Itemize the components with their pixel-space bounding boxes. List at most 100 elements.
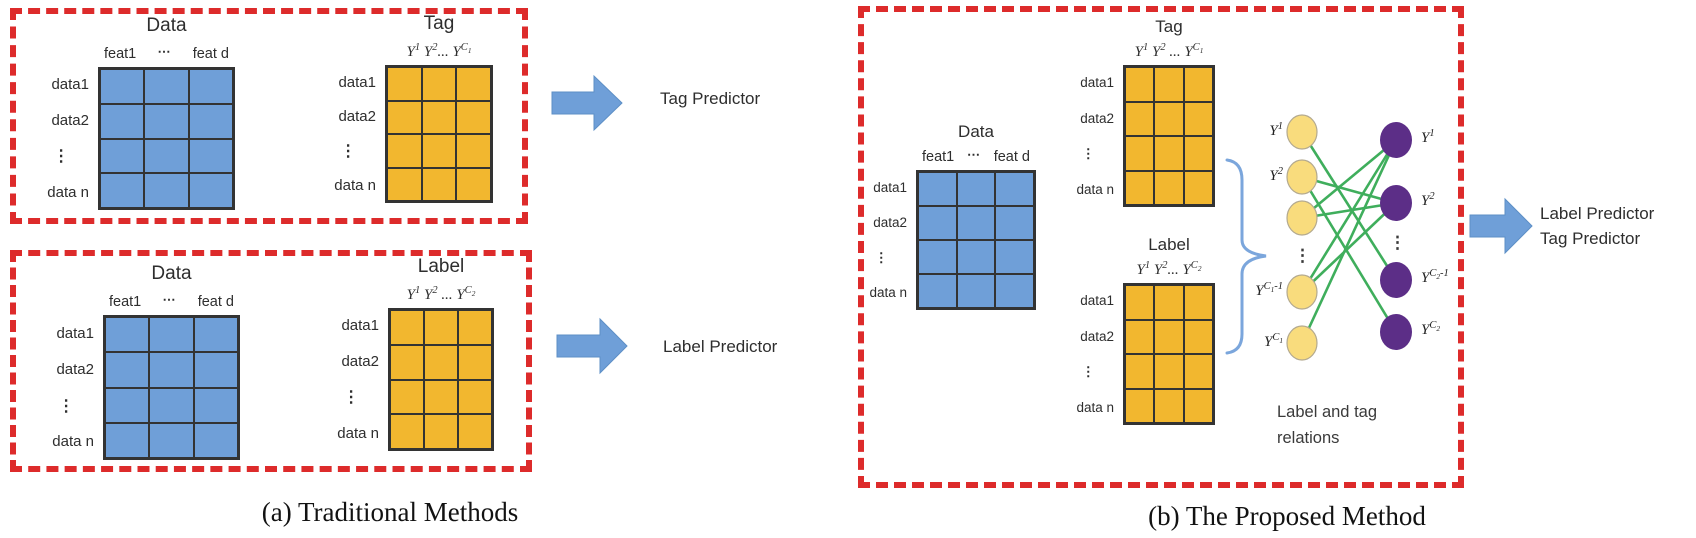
matrix-cell — [1125, 67, 1155, 102]
matrix-cell — [390, 310, 424, 345]
matrix-column-header: feat d — [197, 294, 234, 310]
matrix-grid — [98, 67, 235, 210]
matrix-row-label: data n — [1076, 399, 1114, 415]
matrix-cell — [387, 167, 422, 201]
matrix-row-label: ⋮ — [343, 389, 360, 407]
label-node-label: YC2 — [1421, 320, 1441, 338]
matrix-cell — [424, 379, 458, 415]
proposed-output-arrow-icon — [1469, 197, 1533, 255]
matrix-cell — [100, 69, 145, 104]
matrix-column-header: feat1 — [109, 294, 142, 310]
matrix-row-label: data1 — [338, 73, 376, 91]
matrix-title: Data — [151, 263, 192, 284]
matrix-cell — [421, 100, 457, 134]
matrix-cell — [421, 134, 457, 168]
matrix-cell — [149, 387, 194, 423]
matrix-cell — [193, 387, 238, 423]
matrix-cell — [458, 310, 492, 345]
matrix-cell — [995, 274, 1034, 308]
matrix-cell — [956, 206, 996, 240]
tag-node-label: Y2 — [1269, 166, 1283, 184]
matrix-grid — [388, 308, 494, 451]
matrix-grid — [385, 65, 493, 203]
matrix-cell — [956, 274, 996, 308]
matrix-row-label: ⋮ — [874, 249, 888, 265]
matrix-row-label: data1 — [1080, 75, 1114, 91]
matrix-cell — [1125, 136, 1155, 171]
matrix-title: Label — [1148, 235, 1190, 254]
matrix-column-headers: Y1 Y2 ... YC1 — [1134, 42, 1204, 60]
matrix-column-headers: feat1⋯feat d — [98, 42, 235, 62]
matrix-row-label: data2 — [873, 215, 907, 230]
matrix-column-header: feat d — [993, 149, 1030, 165]
panel-b-box — [858, 6, 1464, 488]
matrix-grid — [1123, 65, 1215, 207]
matrix-cell — [149, 352, 194, 388]
matrix-column-headers: feat1 ⋯ feat d — [103, 290, 240, 310]
matrix-title: Tag — [423, 13, 455, 34]
matrix-cell — [458, 344, 492, 380]
matrix-cell — [144, 69, 189, 104]
matrix-row-label: data2 — [1080, 328, 1114, 344]
matrix-cell — [149, 422, 194, 458]
panel-a-bottom-box — [10, 250, 532, 472]
matrix-cell — [456, 67, 491, 101]
matrix-cell — [918, 206, 957, 240]
matrix-cell — [1154, 388, 1184, 423]
matrix-row-label: data2 — [56, 360, 94, 378]
matrix-cell — [188, 138, 233, 174]
matrix-grid — [1123, 283, 1215, 425]
matrix-row-label: data1 — [873, 180, 907, 195]
caption-b: (b) The Proposed Method — [1148, 501, 1426, 531]
tag-node-label: Y1 — [1269, 121, 1283, 139]
matrix-row-label: data1 — [51, 76, 89, 94]
matrix-row-label: data n — [52, 433, 94, 451]
matrix-title: Data — [958, 122, 994, 141]
matrix-cell — [1154, 285, 1184, 320]
matrix-row-label: ⋮ — [1081, 145, 1095, 161]
matrix-cell — [1183, 354, 1213, 389]
matrix-cell — [149, 317, 194, 353]
matrix-cell — [1183, 170, 1213, 205]
matrix-cell — [1154, 67, 1184, 102]
matrix-cell — [193, 317, 238, 353]
matrix-cell — [193, 352, 238, 388]
matrix-cell — [1183, 285, 1213, 320]
matrix-cell — [1125, 388, 1155, 423]
label-predictor-label: Label Predictor — [663, 337, 778, 356]
proposed-tag-predictor-label: Tag Predictor — [1540, 229, 1641, 248]
matrix-cell — [1183, 101, 1213, 136]
matrix-cell — [421, 167, 457, 201]
matrix-cell — [456, 100, 491, 134]
matrix-column-header: feat d — [192, 46, 229, 62]
matrix-column-headers: Y1 Y2 ... YC2 — [406, 285, 476, 303]
matrix-title: Tag — [1155, 17, 1183, 36]
matrix-grid — [916, 170, 1036, 310]
panel-a-top-box — [10, 8, 528, 224]
matrix-cell — [456, 134, 491, 168]
matrix-column-header: ⋯ — [162, 292, 177, 307]
matrix-column-header: feat1 — [922, 149, 955, 165]
matrix-row-label: ⋮ — [58, 397, 75, 415]
matrix-column-header: feat1 — [104, 46, 137, 62]
matrix-row-label: ⋮ — [1081, 363, 1095, 379]
panel-a-bottom-data-matrix: Data feat1 ⋯ feat d data1 data2 ⋮ data n — [52, 263, 240, 460]
matrix-cell — [421, 67, 457, 101]
matrix-cell — [387, 100, 422, 134]
matrix-row-label: data1 — [56, 324, 94, 342]
matrix-cell — [1183, 136, 1213, 171]
matrix-row-label: data1 — [341, 317, 379, 335]
matrix-row-label: data n — [47, 183, 89, 201]
matrix-cell — [1125, 285, 1155, 320]
matrix-cell — [424, 344, 458, 380]
matrix-cell — [1125, 170, 1155, 205]
matrix-title: Data — [146, 15, 187, 36]
